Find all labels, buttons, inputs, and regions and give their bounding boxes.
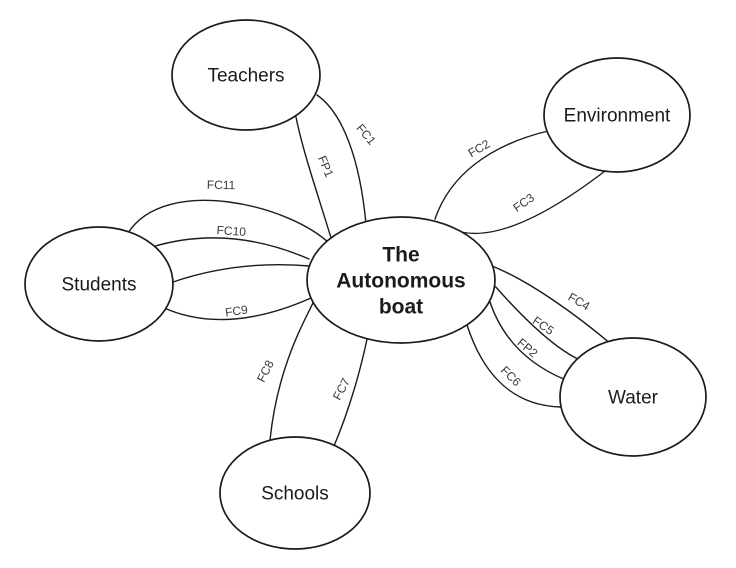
- node-students[interactable]: Students: [24, 226, 174, 342]
- edge-fc11-line: [127, 199, 332, 246]
- node-students-label-line: Students: [62, 275, 137, 296]
- node-water[interactable]: Water: [559, 337, 707, 457]
- node-autonomous-boat-label-line: The: [382, 243, 419, 266]
- node-schools-label: Schools: [261, 484, 329, 505]
- node-autonomous-boat-label-line: boat: [379, 295, 423, 318]
- edge-fc2-label: FC2: [466, 137, 493, 161]
- edge-fc7-line: [333, 338, 368, 447]
- edge-fc9-line: [161, 297, 312, 321]
- node-environment-label-line: Environment: [564, 106, 671, 127]
- edge-fp2-line: [488, 298, 567, 381]
- edge-fc7-label: FC7: [330, 376, 353, 403]
- edge-fc9-label: FC9: [224, 302, 249, 319]
- edge-fc11-label: FC11: [207, 178, 236, 193]
- node-schools-shape: [219, 436, 371, 550]
- edge-fc8-line: [269, 302, 314, 441]
- edges-layer: [127, 94, 612, 447]
- node-schools-label-line: Schools: [261, 484, 329, 505]
- node-students-shape: [24, 226, 174, 342]
- edge-fc1-label: FC1: [353, 121, 379, 148]
- node-water-label: Water: [608, 388, 659, 409]
- edge-fc10-line: [151, 237, 310, 260]
- edge-fc8-label: FC8: [254, 358, 277, 385]
- node-teachers[interactable]: Teachers: [171, 19, 321, 131]
- edge-fc6-label: FC6: [498, 363, 524, 389]
- edge-fc1-line: [316, 94, 367, 225]
- node-teachers-label: Teachers: [207, 66, 284, 87]
- edge-fc10-label: FC10: [216, 223, 247, 239]
- node-schools[interactable]: Schools: [219, 436, 371, 550]
- node-students-label: Students: [62, 275, 137, 296]
- node-environment[interactable]: Environment: [543, 57, 691, 173]
- node-water-label-line: Water: [608, 388, 659, 409]
- edge-fc2-line: [434, 130, 549, 220]
- edge-fc4-line: [491, 265, 612, 345]
- node-autonomous-boat-shape: [306, 216, 496, 344]
- edge-fp1-line: [295, 116, 333, 242]
- edge-fc4-label: FC4: [566, 290, 593, 314]
- node-autonomous-boat-label-line: Autonomous: [336, 269, 465, 292]
- edge-fc6-line: [466, 324, 561, 408]
- node-teachers-shape: [171, 19, 321, 131]
- node-teachers-label-line: Teachers: [207, 66, 284, 87]
- edge-fp2-label: FP2: [515, 335, 541, 360]
- node-water-shape: [559, 337, 707, 457]
- node-environment-label: Environment: [564, 106, 671, 127]
- edge-students-link-line: [172, 264, 311, 283]
- edge-fp1-label: FP1: [315, 154, 337, 180]
- edge-fc3-label: FC3: [510, 190, 537, 215]
- edge-fc3-line: [460, 170, 606, 235]
- node-environment-shape: [543, 57, 691, 173]
- edge-fc5-line: [493, 284, 581, 361]
